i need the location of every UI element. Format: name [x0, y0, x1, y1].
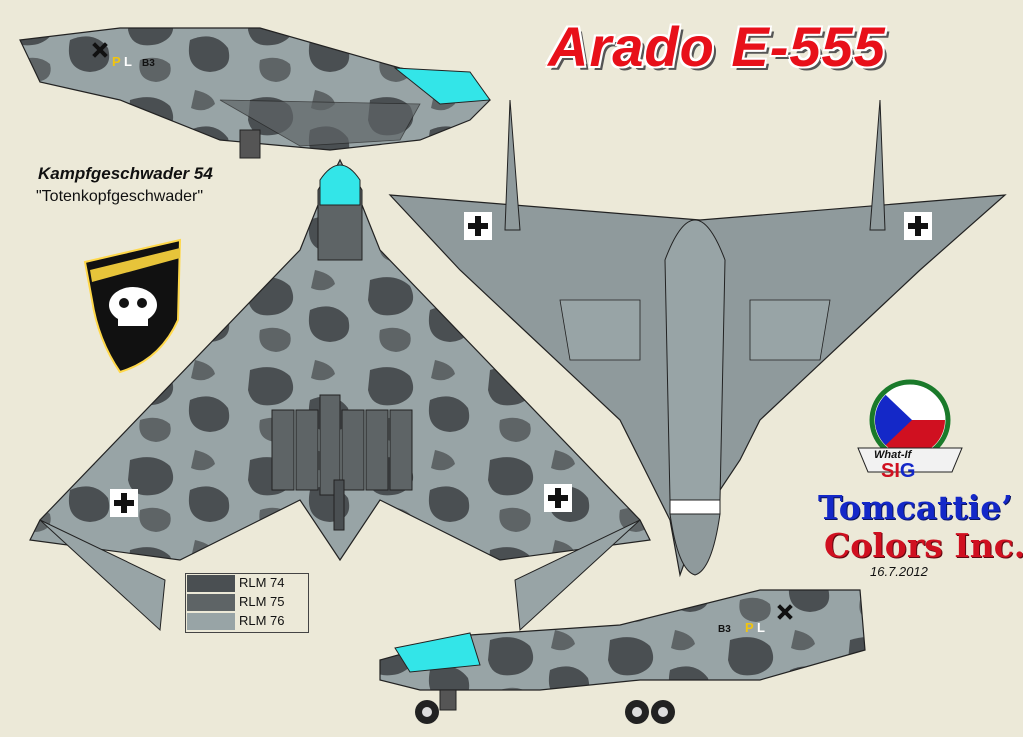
legend-row: RLM 74: [187, 574, 307, 592]
legend-row: RLM 76: [187, 612, 307, 630]
color-legend: RLM 74 RLM 75 RLM 76: [185, 573, 309, 633]
legend-swatch: [187, 575, 235, 592]
sig-letter-g: G: [899, 460, 916, 482]
side-view-bottom: B3 P L: [379, 589, 866, 724]
credit-date: 16.7.2012: [870, 564, 928, 579]
underside-view: [29, 158, 651, 632]
sig-letter-i: I: [894, 460, 900, 482]
unit-badge: [83, 238, 182, 374]
top-view: [388, 99, 1007, 578]
sig-letter-s: S: [881, 460, 895, 482]
legend-label: RLM 74: [239, 575, 285, 590]
legend-swatch: [187, 613, 235, 630]
legend-swatch: [187, 594, 235, 611]
sig-label: SIG: [881, 460, 915, 483]
unit-nickname: "Totenkopfgeschwader": [36, 188, 204, 205]
legend-row: RLM 75: [187, 593, 307, 611]
legend-label: RLM 75: [239, 594, 285, 609]
what-if-sig-logo: [857, 379, 963, 473]
credit-line-2: Colors Inc.: [824, 526, 1023, 565]
side2-code-b3: B3: [718, 624, 731, 635]
side2-code-letter-p: P: [745, 620, 754, 635]
unit-name: Kampfgeschwader 54: [38, 164, 213, 183]
credit-line-1: Tomcattie’ s: [818, 488, 1023, 527]
legend-label: RLM 76: [239, 613, 285, 628]
what-if-label: What-If: [874, 449, 912, 461]
title: Arado E-555: [548, 15, 886, 78]
side-code-b3: B3: [142, 58, 155, 69]
side-code-letter-p: P: [112, 54, 121, 69]
side-code-letter-l: L: [124, 54, 132, 69]
side2-code-letter-l: L: [757, 620, 765, 635]
side-view-top: P L B3: [19, 27, 491, 159]
